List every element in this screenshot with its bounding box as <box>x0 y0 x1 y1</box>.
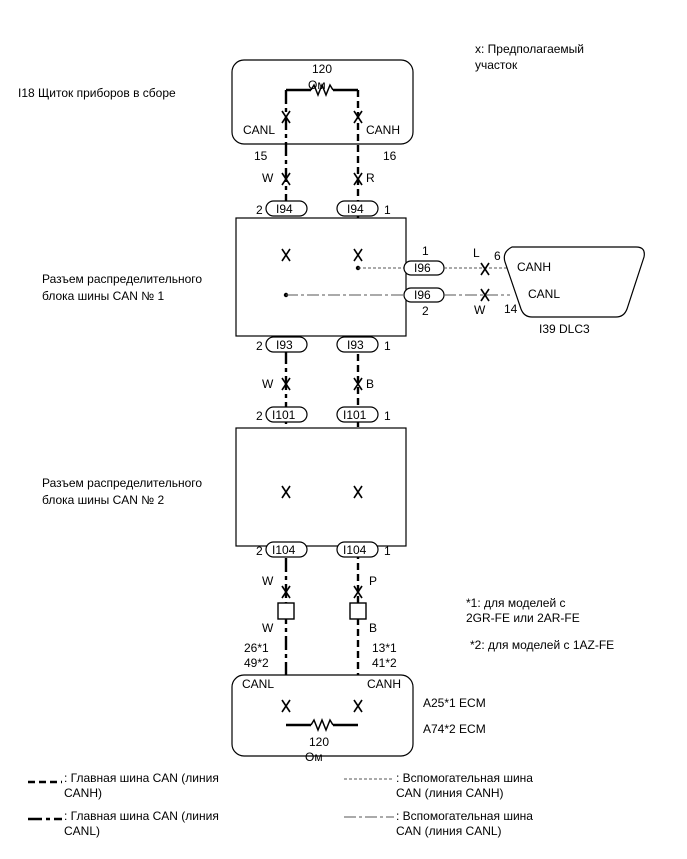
legend-canl-sub-2: CAN (линия CANL) <box>396 824 502 838</box>
ecm-title-1: A25*1 ECM <box>423 696 486 710</box>
dlc-pin-h-in: 1 <box>422 244 429 258</box>
legend-canl-sub: : Вспомогательная шина <box>396 809 533 823</box>
connector-i101-left-label: I101 <box>272 408 296 422</box>
note-1: *1: для моделей с <box>466 596 566 610</box>
jb2-pin-top-right: 1 <box>384 409 391 423</box>
meter-pin-h: 16 <box>383 149 397 163</box>
dlc-pin-l: 14 <box>504 302 518 316</box>
dlc-pin-l-in: 2 <box>422 304 429 318</box>
suspect-note: x: Предполагаемый <box>475 42 584 56</box>
jb2-pin-bottom-right: 1 <box>384 544 391 558</box>
suspect-note-2: участок <box>475 58 518 72</box>
connector-i104-right-label: I104 <box>343 543 367 557</box>
meter-resistor <box>310 82 334 98</box>
jb2-label-2: блока шины CAN № 2 <box>42 493 164 507</box>
connector-i93-left-label: I93 <box>276 338 293 352</box>
dlc-pin-h: 6 <box>494 249 501 263</box>
meter-resistor-value: 120 <box>312 62 332 76</box>
ecm-resistor <box>310 717 334 733</box>
connector-i104-right <box>336 541 379 558</box>
jb2-pin-bottom-left: 2 <box>256 544 263 558</box>
jb1-wire-l: W <box>262 377 274 391</box>
meter-wire-h: R <box>366 171 375 185</box>
meter-pin-l: 15 <box>254 149 268 163</box>
ecm-connector-h <box>349 602 367 620</box>
connector-i104-left <box>265 541 308 558</box>
connector-i94-right-label: I94 <box>347 202 364 216</box>
ecm-wire-h: B <box>369 621 377 635</box>
ecm-pin-h1: 13*1 <box>372 641 397 655</box>
connector-i93-left <box>265 336 308 353</box>
dlc-wire-l: W <box>474 303 486 317</box>
legend-canl-main-2: CANL) <box>64 824 100 838</box>
dlc-wire-h: L <box>473 246 480 260</box>
jb2-box <box>235 427 407 547</box>
connector-i94-right <box>336 200 379 217</box>
meter-title: I18 Щиток приборов в сборе <box>18 86 176 100</box>
connector-i96-bottom-label: I96 <box>414 288 431 302</box>
ecm-connector-l <box>277 602 295 620</box>
ecm-pin-l2: 49*2 <box>244 656 269 670</box>
jb1-pin-bottom-right: 1 <box>384 339 391 353</box>
jb2-pin-top-left: 2 <box>256 409 263 423</box>
jb1-pin-top-right: 1 <box>384 203 391 217</box>
jb2-wire-l: W <box>262 574 274 588</box>
ecm-title-2: A74*2 ECM <box>423 722 486 736</box>
connector-i104-left-label: I104 <box>272 543 296 557</box>
legend-canl-main: : Главная шина CAN (линия <box>64 809 219 823</box>
ecm-pin-h2: 41*2 <box>372 656 397 670</box>
dlc3-connector <box>503 246 645 318</box>
dlc-canl: CANL <box>528 287 560 301</box>
jb1-box <box>235 217 407 337</box>
jb2-label: Разъем распределительного <box>42 476 202 490</box>
ecm-canl: CANL <box>242 677 274 691</box>
connector-i101-left <box>265 406 308 423</box>
dlc-title: I39 DLC3 <box>539 322 590 336</box>
legend-canh-main: : Главная шина CAN (линия <box>64 771 219 785</box>
ecm-resistor-value: 120 <box>309 735 329 749</box>
jb2-wire-h: P <box>369 574 377 588</box>
dlc-canh: CANH <box>517 260 551 274</box>
jb1-label-2: блока шины CAN № 1 <box>42 289 164 303</box>
connector-i96-top-label: I96 <box>414 261 431 275</box>
ecm-box <box>231 674 414 757</box>
jb1-pin-bottom-left: 2 <box>256 339 263 353</box>
connector-i101-right-label: I101 <box>343 408 367 422</box>
jb1-label: Разъем распределительного <box>42 272 202 286</box>
connector-i94-left-label: I94 <box>276 202 293 216</box>
meter-canh: CANH <box>366 123 400 137</box>
connector-i93-right-label: I93 <box>347 338 364 352</box>
ecm-canh: CANH <box>367 677 401 691</box>
ecm-pin-l1: 26*1 <box>244 641 269 655</box>
meter-canl: CANL <box>243 123 275 137</box>
legend-canh-sub: : Вспомогательная шина <box>396 771 533 785</box>
jb1-pin-top-left: 2 <box>256 203 263 217</box>
connector-i101-right <box>336 406 379 423</box>
connector-i94-left <box>265 200 308 217</box>
note-1-line2: 2GR-FE или 2AR-FE <box>466 611 580 625</box>
legend-canh-main-2: CANH) <box>64 786 102 800</box>
ecm-wire-l: W <box>262 621 274 635</box>
ecm-resistor-unit: Ом <box>305 750 323 764</box>
jb1-wire-h: B <box>366 377 374 391</box>
meter-wire-l: W <box>262 171 274 185</box>
note-2: *2: для моделей с 1AZ-FE <box>470 638 614 652</box>
connector-i93-right <box>336 336 379 353</box>
legend-canh-sub-2: CAN (линия CANH) <box>396 786 504 800</box>
meter-box <box>231 59 414 145</box>
